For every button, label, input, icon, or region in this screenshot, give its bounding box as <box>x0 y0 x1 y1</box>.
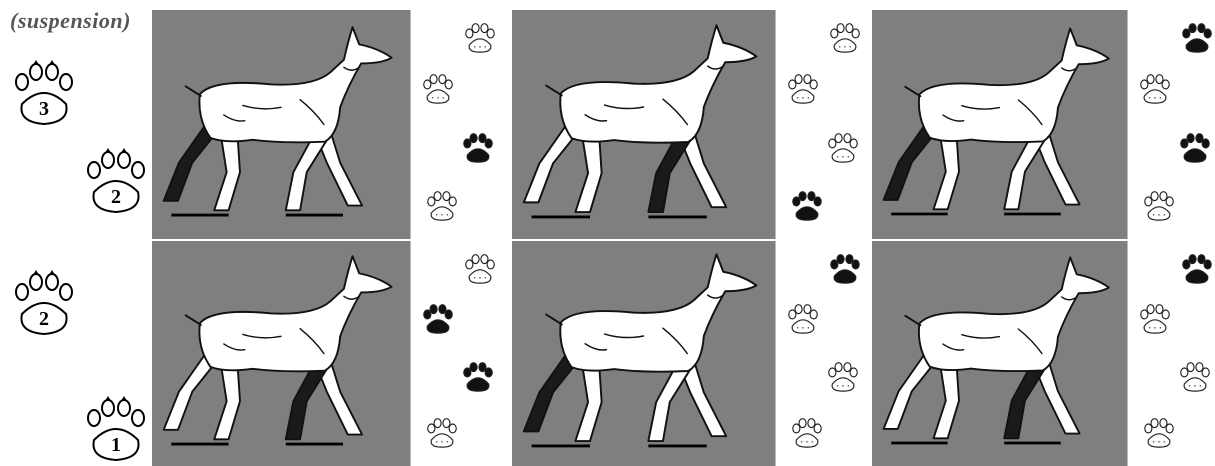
footprint-strip-r1-c2 <box>775 10 879 239</box>
footprint-empty-icon <box>788 416 826 453</box>
footprint-empty-icon <box>1140 416 1178 453</box>
footprint-filled-icon <box>788 189 826 226</box>
footprint-filled-icon <box>1176 131 1214 168</box>
doberman-illustration <box>157 246 405 461</box>
footprint-empty-icon <box>824 360 862 397</box>
dog-frame-r1-c2 <box>512 10 775 239</box>
footprint-empty-icon <box>419 72 457 109</box>
doberman-illustration <box>517 15 770 234</box>
legend-number-2a: 2 <box>111 186 121 208</box>
footprint-strip-r1-c1 <box>410 10 514 239</box>
legend-paw-3-icon: 3 <box>8 56 80 128</box>
dog-frame-r2-c1 <box>152 241 410 466</box>
footprint-empty-icon <box>461 252 499 289</box>
doberman-illustration <box>517 246 770 461</box>
footprint-empty-icon <box>1140 189 1178 226</box>
footprint-empty-icon <box>1136 302 1174 339</box>
footprint-empty-icon <box>784 72 822 109</box>
footprint-empty-icon <box>423 189 461 226</box>
footprint-filled-icon <box>1178 21 1215 58</box>
footprint-empty-icon <box>1176 360 1214 397</box>
legend-paw-2a-icon: 2 <box>80 144 152 216</box>
footprint-filled-icon <box>459 360 497 397</box>
doberman-illustration <box>877 15 1122 234</box>
legend-paw-2b-icon: 2 <box>8 266 80 338</box>
footprint-empty-icon <box>423 416 461 453</box>
dog-frame-r1-c1 <box>152 10 410 239</box>
footprint-empty-icon <box>461 21 499 58</box>
dog-frame-r1-c3 <box>872 10 1127 239</box>
footprint-filled-icon <box>419 302 457 339</box>
footprint-empty-icon <box>784 302 822 339</box>
doberman-illustration <box>877 246 1122 461</box>
doberman-illustration <box>157 15 405 234</box>
legend-paw-1-icon: 1 <box>80 392 152 464</box>
legend-number-3: 3 <box>39 98 49 120</box>
footprint-empty-icon <box>824 131 862 168</box>
footprint-strip-r2-c1 <box>410 241 514 466</box>
footprint-strip-r1-c3 <box>1127 10 1215 239</box>
dog-frame-r2-c2 <box>512 241 775 466</box>
footprint-filled-icon <box>459 131 497 168</box>
footprint-empty-icon <box>1136 72 1174 109</box>
footprint-strip-r2-c2 <box>775 241 879 466</box>
footprint-strip-r2-c3 <box>1127 241 1215 466</box>
caption-suspension: (suspension) <box>10 8 131 34</box>
footprint-filled-icon <box>1178 252 1215 289</box>
legend-number-2b: 2 <box>39 308 49 330</box>
footprint-filled-icon <box>826 252 864 289</box>
dog-frame-r2-c3 <box>872 241 1127 466</box>
footprint-empty-icon <box>826 21 864 58</box>
legend-number-1: 1 <box>111 434 121 456</box>
